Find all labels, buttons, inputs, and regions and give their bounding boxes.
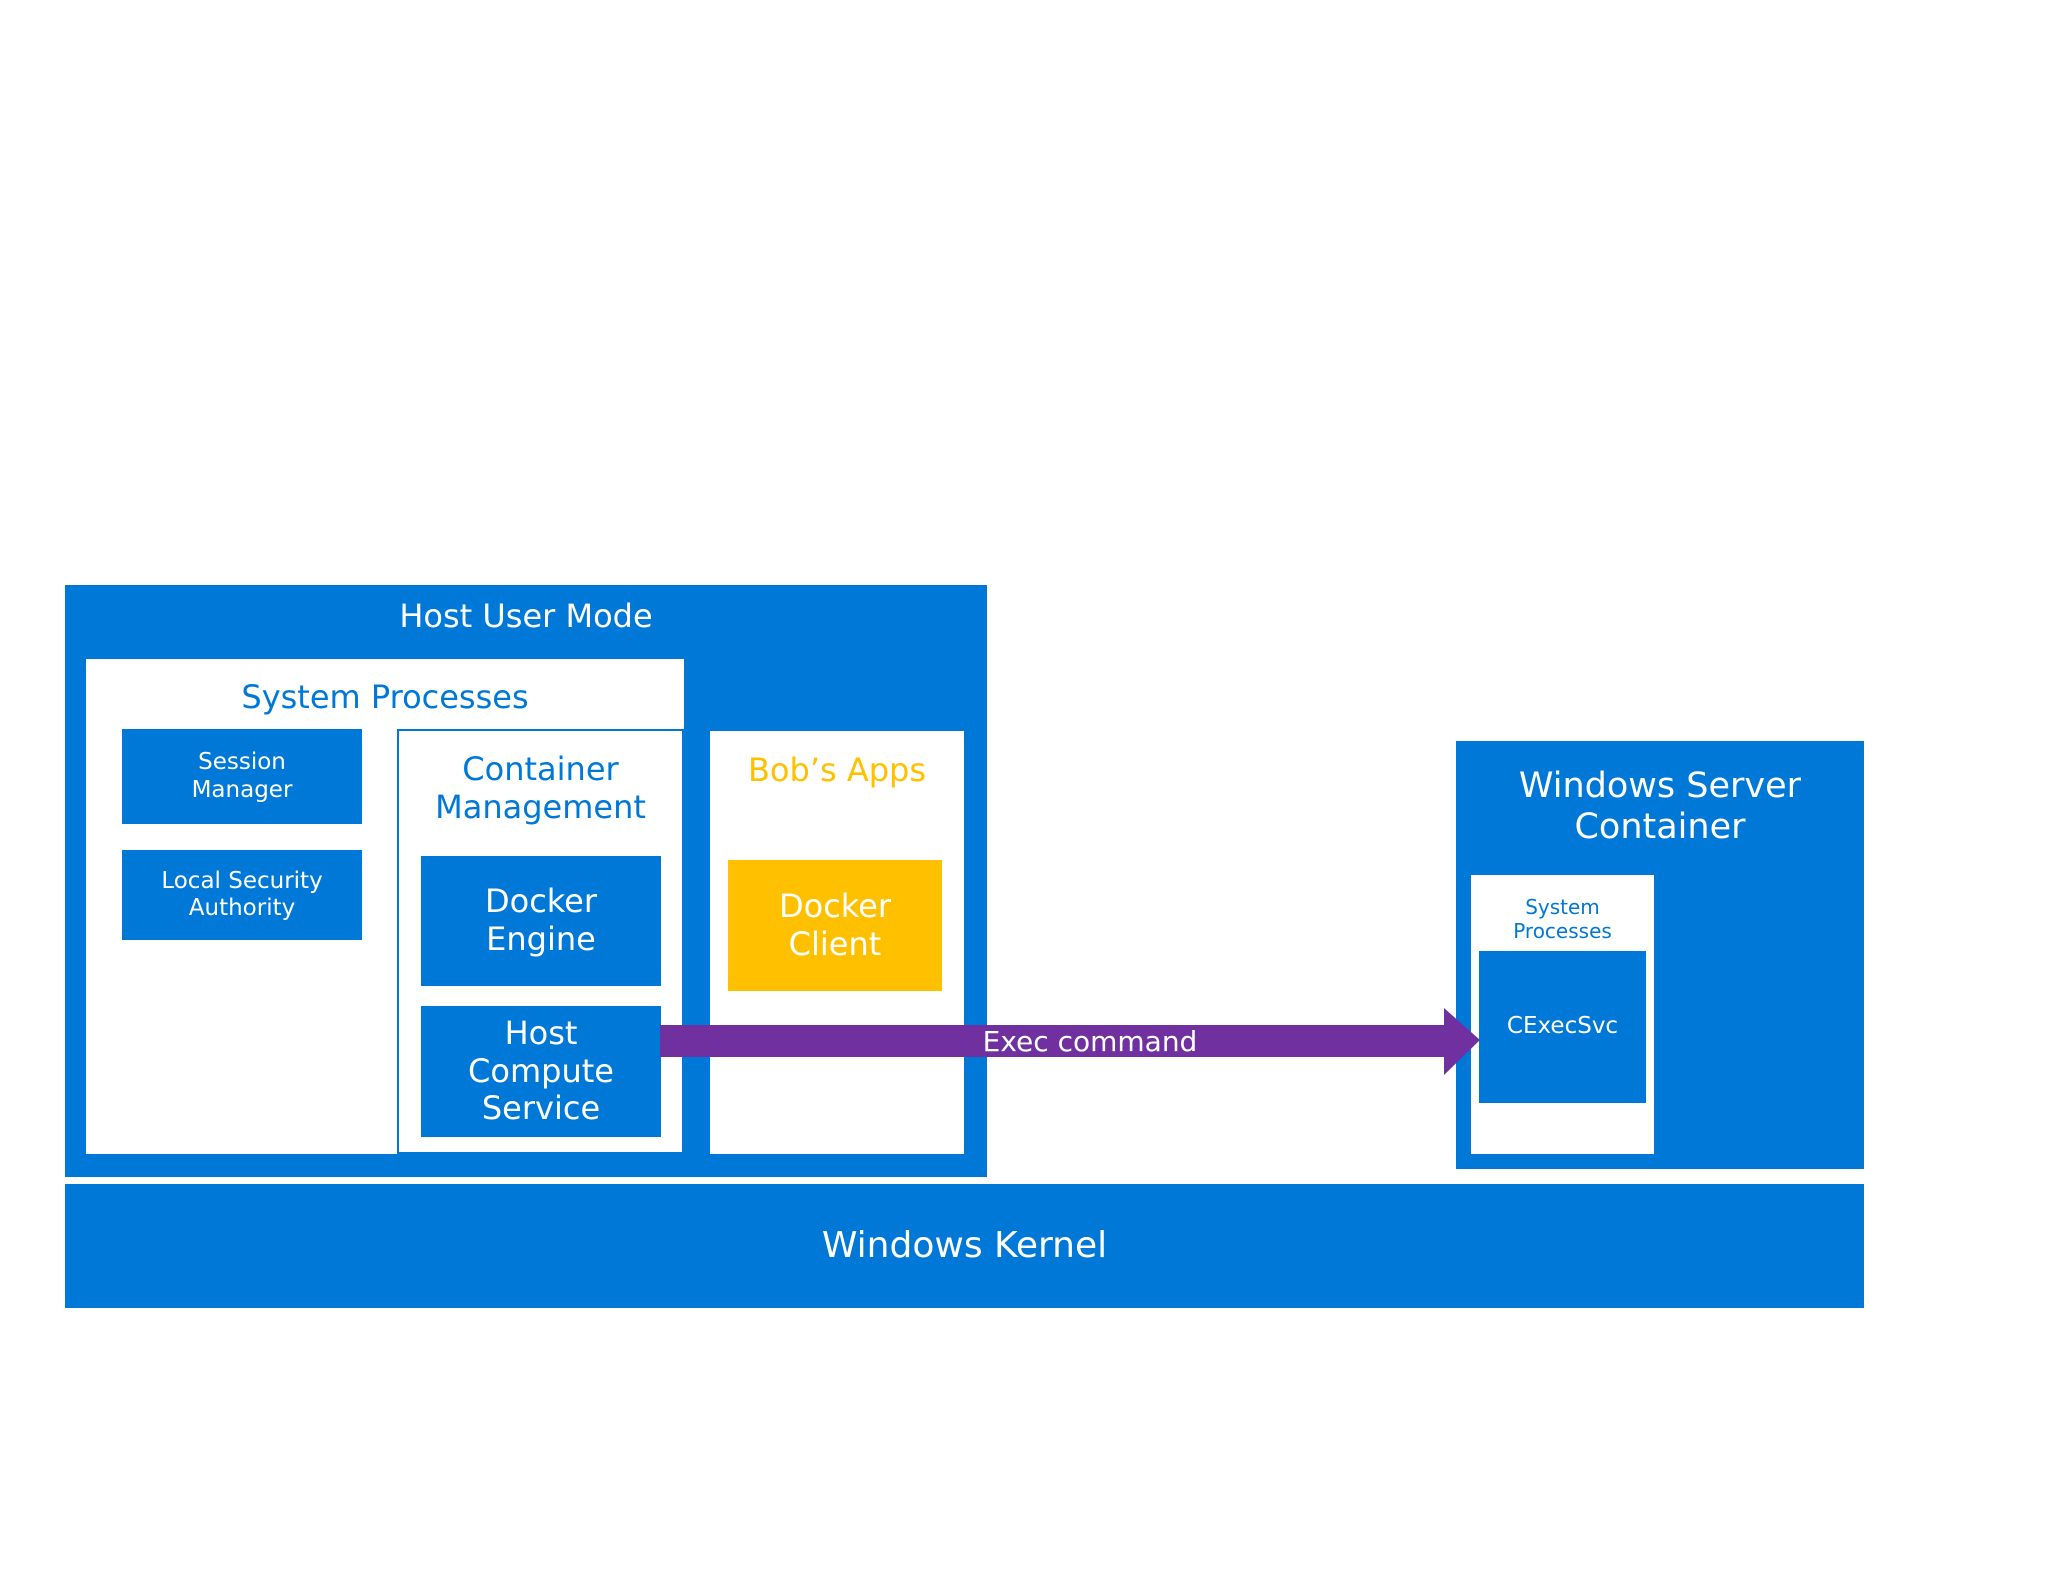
session-manager-box: Session Manager bbox=[122, 729, 362, 824]
exec-command-label: Exec command bbox=[982, 1025, 1198, 1059]
windows-server-container-label: Windows Server Container bbox=[1518, 765, 1802, 847]
exec-command-arrow bbox=[660, 1008, 1480, 1075]
system-processes-label: System Processes bbox=[241, 678, 529, 717]
container-management-label: Container Management bbox=[435, 750, 646, 826]
system-processes-panel-top bbox=[86, 659, 684, 730]
local-security-authority-box: Local Security Authority bbox=[122, 850, 362, 940]
host-user-mode-label: Host User Mode bbox=[399, 597, 653, 636]
cexecsvc-box: CExecSvc bbox=[1479, 951, 1646, 1103]
docker-engine-box: Docker Engine bbox=[421, 856, 661, 986]
windows-kernel-label: Windows Kernel bbox=[821, 1224, 1108, 1266]
host-compute-service-box: Host Compute Service bbox=[421, 1006, 661, 1137]
bobs-apps-label: Bob’s Apps bbox=[747, 751, 927, 790]
exec-command-arrow-shape bbox=[660, 1008, 1480, 1075]
windows-kernel-box bbox=[65, 1184, 1864, 1308]
container-system-processes-label: System Processes bbox=[1513, 895, 1612, 943]
docker-client-box: Docker Client bbox=[728, 860, 942, 991]
